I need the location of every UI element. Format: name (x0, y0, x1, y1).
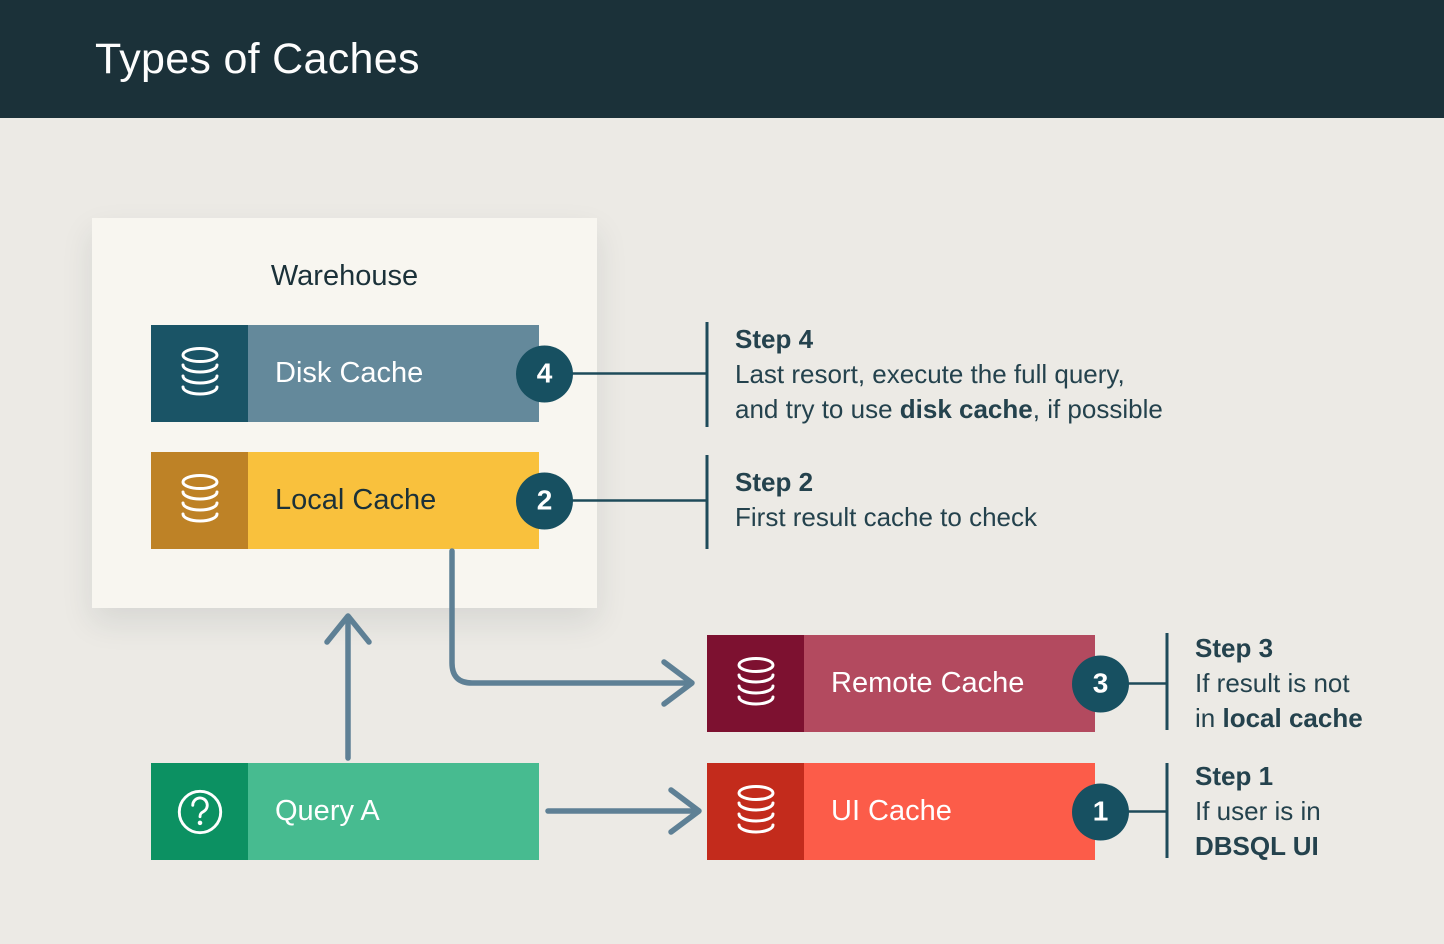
ui-cache-node: UI Cache 1 (707, 763, 1129, 860)
step-1-line2: DBSQL UI (1195, 831, 1319, 861)
step-1-line1: If user is in (1195, 796, 1321, 826)
query-a-label: Query A (248, 763, 539, 860)
step-2-annotation: Step 2 First result cache to check (735, 465, 1037, 535)
database-icon (151, 325, 248, 422)
local-cache-node: Local Cache 2 (151, 452, 573, 549)
step-2-line1: First result cache to check (735, 502, 1037, 532)
database-icon (151, 452, 248, 549)
arrow-query-to-ui-cache (545, 787, 702, 835)
ui-cache-label: UI Cache (804, 763, 1095, 860)
step-badge-3: 3 (1072, 655, 1129, 712)
step-4-line1: Last resort, execute the full query, (735, 359, 1125, 389)
arrow-query-to-warehouse (324, 613, 372, 761)
step-4-title: Step 4 (735, 324, 814, 354)
local-cache-label: Local Cache (248, 452, 539, 549)
database-icon (707, 763, 804, 860)
step-4-line2: and try to use disk cache, if possible (735, 394, 1163, 424)
remote-cache-node: Remote Cache 3 (707, 635, 1129, 732)
warehouse-label: Warehouse (270, 260, 419, 292)
step-badge-4: 4 (516, 345, 573, 402)
disk-cache-label: Disk Cache (248, 325, 539, 422)
question-mark-icon (151, 763, 248, 860)
step-3-line1: If result is not (1195, 668, 1350, 698)
page-title: Types of Caches (95, 34, 420, 83)
step-badge-2: 2 (516, 472, 573, 529)
header-bar: Types of Caches (0, 0, 1444, 118)
step-2-title: Step 2 (735, 467, 814, 497)
query-a-node: Query A (151, 763, 539, 860)
step-4-annotation: Step 4 Last resort, execute the full que… (735, 322, 1163, 427)
database-icon (707, 635, 804, 732)
step-3-annotation: Step 3 If result is not in local cache (1195, 631, 1363, 736)
step-badge-1: 1 (1072, 783, 1129, 840)
step-1-title: Step 1 (1195, 761, 1274, 791)
disk-cache-node: Disk Cache 4 (151, 325, 573, 422)
step-3-title: Step 3 (1195, 633, 1274, 663)
remote-cache-label: Remote Cache (804, 635, 1095, 732)
step-3-line2: in local cache (1195, 703, 1363, 733)
step-1-annotation: Step 1 If user is in DBSQL UI (1195, 759, 1321, 864)
